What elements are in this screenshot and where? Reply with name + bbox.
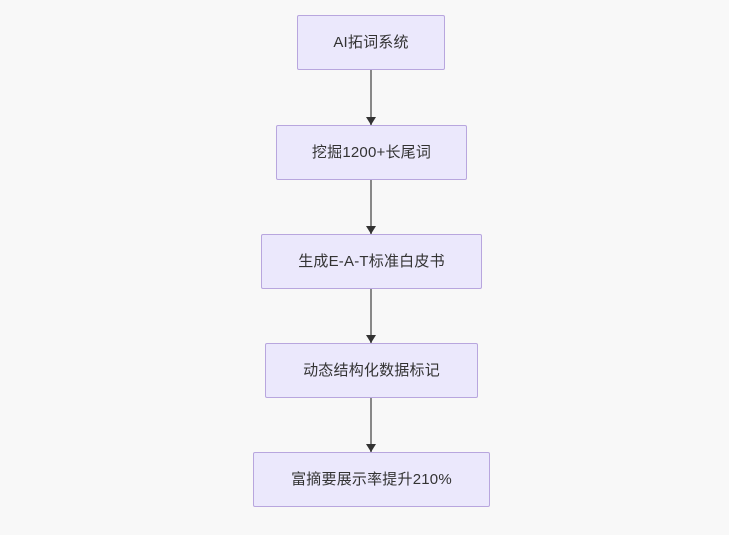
flowchart-node-4[interactable]: 动态结构化数据标记 [265,343,478,398]
arrowhead-down-icon [366,444,376,452]
arrowhead-down-icon [366,226,376,234]
arrowhead-down-icon [366,117,376,125]
flowchart-node-3[interactable]: 生成E-A-T标准白皮书 [261,234,482,289]
connector-line [370,398,372,452]
flowchart-node-4-label: 动态结构化数据标记 [303,362,440,379]
flowchart-node-5-label: 富摘要展示率提升210% [291,471,452,488]
flowchart-node-2[interactable]: 挖掘1200+长尾词 [276,125,467,180]
flowchart-node-1[interactable]: AI拓词系统 [297,15,445,70]
connector-line [370,289,372,343]
flowchart-node-5[interactable]: 富摘要展示率提升210% [253,452,490,507]
flowchart-connector-3 [364,289,378,343]
arrowhead-down-icon [366,335,376,343]
flowchart-node-1-label: AI拓词系统 [333,34,409,51]
flowchart-connector-2 [364,180,378,234]
flowchart-connector-4 [364,398,378,452]
connector-line [370,180,372,234]
flowchart-connector-1 [364,70,378,125]
flowchart-node-3-label: 生成E-A-T标准白皮书 [298,253,445,270]
connector-line [370,70,372,125]
flowchart-node-2-label: 挖掘1200+长尾词 [311,144,432,161]
